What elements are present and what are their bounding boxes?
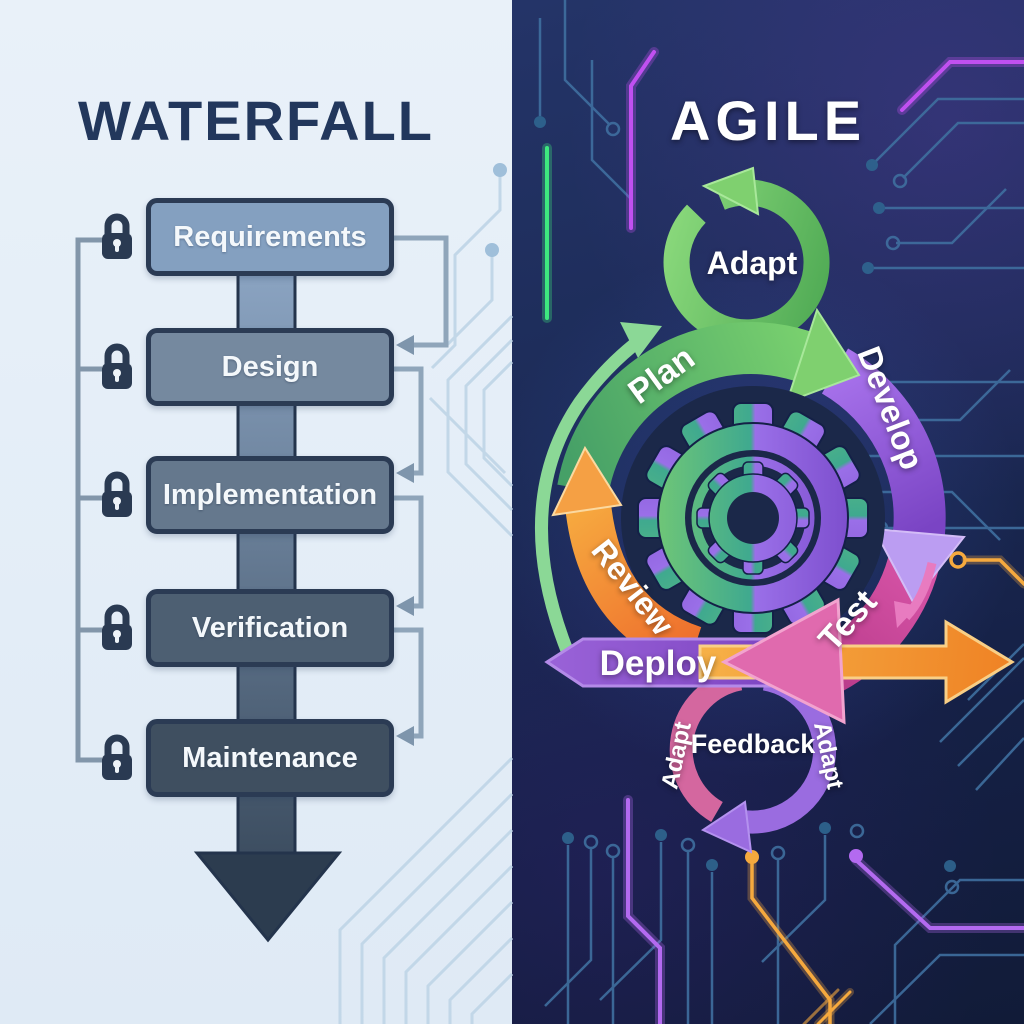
stage-box-design: Design: [146, 328, 394, 406]
develop-arc: [821, 348, 946, 536]
lock-icon: [102, 604, 132, 650]
lock-bracket-line: [75, 237, 102, 763]
label-adapt-top: Adapt: [707, 245, 798, 281]
stage-row-requirements: Requirements: [96, 198, 394, 276]
develop-arrowhead: [872, 527, 966, 604]
stage-box-requirements: Requirements: [146, 198, 394, 276]
orange-arrow: [698, 619, 1015, 705]
lock-icon: [102, 734, 132, 780]
plan-arc: [557, 322, 810, 494]
neon-traces: [542, 47, 1024, 1024]
label-deploy: Deploy: [600, 644, 717, 683]
lock-icon: [102, 471, 132, 517]
feedback-arrowheads: [396, 335, 414, 746]
feedback-loop: [669, 667, 837, 854]
stage-box-maintenance: Maintenance: [146, 719, 394, 797]
circuit-pattern-left: [338, 163, 514, 1024]
stage-row-design: Design: [96, 328, 394, 406]
label-feedback: Feedback: [691, 729, 817, 759]
small-pink-arrow: [894, 561, 937, 628]
test-arrowhead: [720, 597, 846, 725]
feedback-connectors: [392, 235, 449, 739]
lock-icon: [102, 213, 132, 259]
stage-row-implementation: Implementation: [96, 456, 394, 534]
stage-row-verification: Verification: [96, 589, 394, 667]
waterfall-title: WATERFALL: [77, 89, 435, 152]
agile-cycle: Plan Develop Test Review Deploy Adapt Fe…: [535, 166, 1015, 854]
adapt-loop-arrow: [663, 166, 830, 346]
waterfall-arrowhead: [193, 851, 343, 943]
stage-box-verification: Verification: [146, 589, 394, 667]
stage-box-implementation: Implementation: [146, 456, 394, 534]
lock-icon: [102, 343, 132, 389]
review-return-arc: [535, 322, 662, 679]
agile-title: AGILE: [669, 89, 867, 152]
plan-arrowhead: [785, 307, 861, 404]
gear-icon: [621, 386, 885, 650]
stage-row-maintenance: Maintenance: [96, 719, 394, 797]
